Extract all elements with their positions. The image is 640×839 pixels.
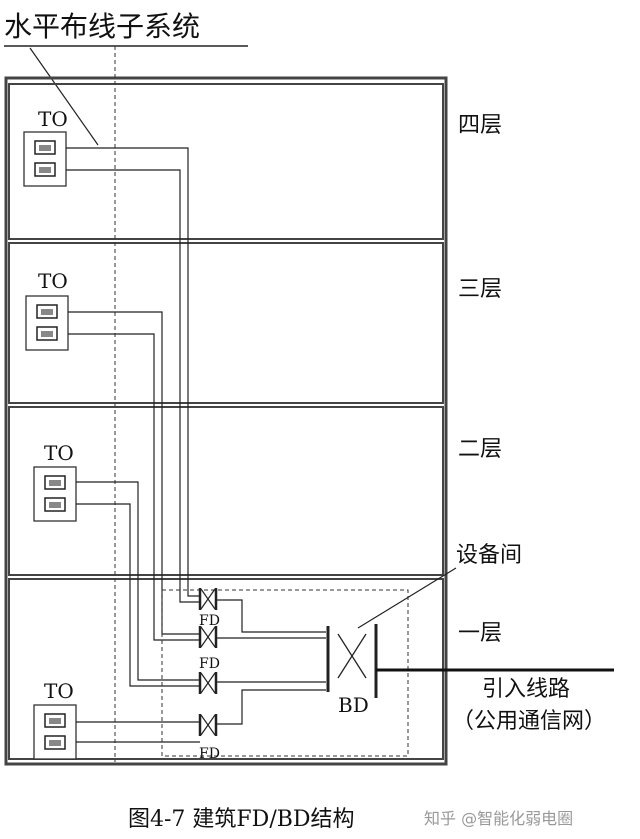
fd-cross-connect bbox=[198, 714, 218, 736]
bd-cross-connect bbox=[326, 624, 378, 698]
floor-label-3: 三层 bbox=[458, 277, 502, 302]
floor-label-2: 二层 bbox=[458, 437, 502, 462]
bd-label: BD bbox=[338, 693, 369, 717]
equipment-room-area bbox=[161, 589, 409, 757]
incoming-line-sublabel: （公用通信网） bbox=[452, 709, 606, 734]
backbone-cables bbox=[216, 599, 326, 725]
floor-label-1: 一层 bbox=[458, 621, 502, 646]
floor-slabs bbox=[8, 83, 444, 760]
telecom-outlet-3 bbox=[25, 295, 69, 351]
telecom-outlet-1 bbox=[33, 704, 77, 760]
fd-label: FD bbox=[199, 613, 220, 629]
fd-cross-connect bbox=[198, 588, 218, 610]
incoming-line-label: 引入线路 bbox=[482, 677, 570, 702]
fd-cross-connect bbox=[198, 672, 218, 694]
floor-label-4: 四层 bbox=[458, 113, 502, 138]
outlet-label-3: TO bbox=[38, 269, 68, 293]
building-outer-frame bbox=[4, 76, 448, 766]
fd-label: FD bbox=[199, 746, 220, 762]
outlet-label-4: TO bbox=[38, 107, 68, 131]
diagram-title: 水平布线子系统 bbox=[4, 10, 200, 43]
telecom-outlet-2 bbox=[33, 466, 77, 522]
figure-caption: 图4-7 建筑FD/BD结构 bbox=[128, 807, 355, 832]
horizontal-cables bbox=[66, 147, 200, 743]
fd-label: FD bbox=[199, 656, 220, 672]
equipment-room-label: 设备间 bbox=[456, 543, 522, 568]
fd-cross-connect bbox=[198, 626, 218, 648]
outlet-label-2: TO bbox=[44, 441, 74, 465]
outlet-label-1: TO bbox=[44, 679, 74, 703]
equipment-room-leader bbox=[357, 567, 457, 629]
title-leader-line bbox=[29, 47, 99, 146]
watermark: 知乎 @智能化弱电圈 bbox=[424, 809, 573, 828]
telecom-outlet-4 bbox=[23, 131, 67, 187]
fd-cross-connects bbox=[198, 588, 218, 736]
